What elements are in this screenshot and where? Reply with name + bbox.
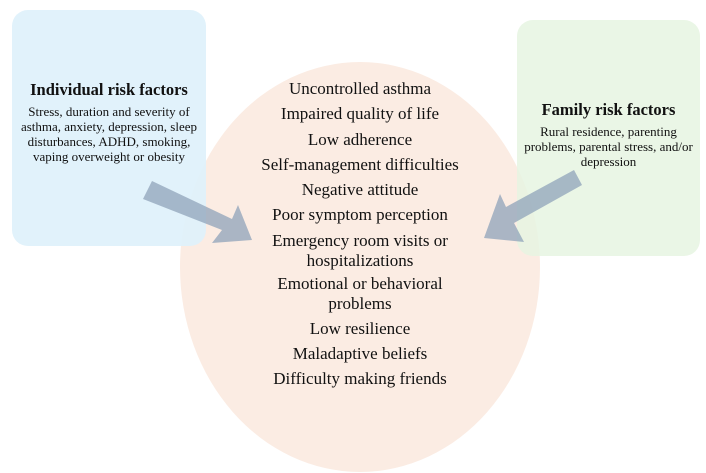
family-body: Rural residence, parenting problems, par… — [524, 124, 693, 169]
outcome-item: Maladaptive beliefs — [292, 344, 428, 364]
outcome-item: Self-management difficulties — [261, 154, 459, 174]
outcome-item: Poor symptom perception — [272, 205, 448, 225]
individual-body: Stress, duration and severity of asthma,… — [20, 104, 198, 164]
outcome-item: Negative attitude — [301, 180, 419, 200]
individual-title: Individual risk factors — [30, 80, 188, 99]
outcome-item: Emergency room visits or hospitalization… — [272, 230, 448, 270]
family-title: Family risk factors — [541, 100, 676, 119]
individual-risk-factors-box: Individual risk factors Stress, duration… — [12, 10, 206, 246]
outcomes-ellipse — [180, 62, 540, 472]
outcome-item: Uncontrolled asthma — [288, 79, 432, 98]
outcome-item: Impaired quality of life — [280, 104, 440, 124]
outcome-item: Low adherence — [307, 129, 413, 149]
family-risk-factors-box: Family risk factors Rural residence, par… — [517, 20, 700, 256]
outcomes-list: Uncontrolled asthma Impaired quality of … — [240, 76, 480, 392]
outcome-item: Emotional or behavioral problems — [277, 273, 443, 313]
outcome-item: Difficulty making friends — [273, 369, 447, 389]
outcome-item: Low resilience — [309, 318, 411, 338]
